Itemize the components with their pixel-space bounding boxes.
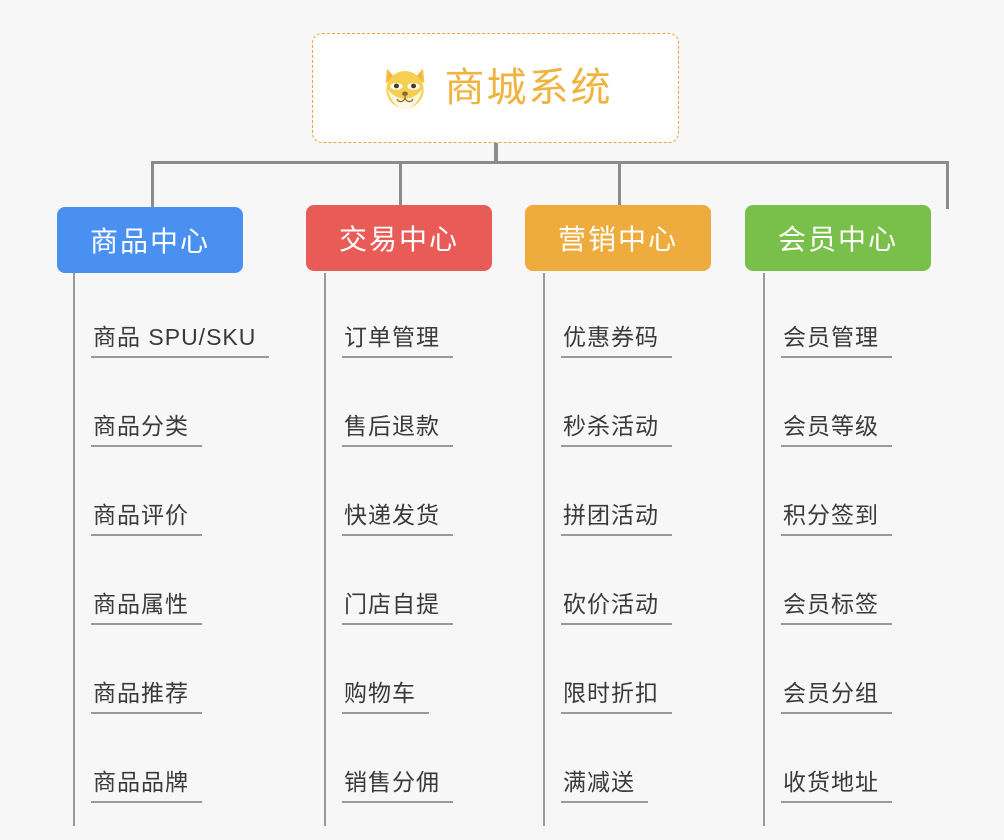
list-item[interactable]: 商品推荐 — [73, 629, 269, 718]
leaf-label: 销售分佣 — [342, 769, 453, 803]
leaf-label: 会员标签 — [781, 591, 892, 625]
branch-header-商品中心[interactable]: 商品中心 — [57, 207, 243, 273]
leaf-label: 商品推荐 — [91, 680, 202, 714]
list-item[interactable]: 会员等级 — [763, 362, 892, 451]
leaf-label: 商品 SPU/SKU — [91, 324, 270, 358]
list-item[interactable]: 商品分类 — [73, 362, 269, 451]
list-item[interactable]: 优惠券码 — [543, 273, 672, 362]
leaf-label: 商品评价 — [91, 502, 202, 536]
connector-to-branch-3 — [618, 161, 621, 209]
list-item[interactable]: 会员分组 — [763, 629, 892, 718]
connector-to-branch-1 — [151, 161, 154, 209]
list-item[interactable]: 砍价活动 — [543, 540, 672, 629]
leaf-label: 门店自提 — [342, 591, 453, 625]
list-item[interactable]: 商品品牌 — [73, 718, 269, 807]
branch-header-label: 商品中心 — [89, 226, 210, 257]
leaf-label: 快递发货 — [342, 502, 453, 536]
root-title: 商城系统 — [444, 66, 613, 110]
leaf-label: 商品分类 — [91, 413, 202, 447]
leaf-list: 优惠券码 秒杀活动 拼团活动 砍价活动 限时折扣 满减送 — [543, 273, 672, 807]
branch-spine — [763, 273, 765, 826]
leaf-label: 限时折扣 — [561, 680, 672, 714]
leaf-label: 订单管理 — [342, 324, 453, 358]
list-item[interactable]: 商品属性 — [73, 540, 269, 629]
branch-header-交易中心[interactable]: 交易中心 — [306, 205, 492, 271]
connector-to-branch-4 — [946, 161, 949, 209]
leaf-label: 砍价活动 — [561, 591, 672, 625]
list-item[interactable]: 商品评价 — [73, 451, 269, 540]
branch-header-label: 营销中心 — [557, 224, 678, 255]
list-item[interactable]: 限时折扣 — [543, 629, 672, 718]
list-item[interactable]: 满减送 — [543, 718, 672, 807]
list-item[interactable]: 会员标签 — [763, 540, 892, 629]
leaf-list: 会员管理 会员等级 积分签到 会员标签 会员分组 收货地址 — [763, 273, 892, 807]
list-item[interactable]: 售后退款 — [324, 362, 453, 451]
leaf-label: 会员等级 — [781, 413, 892, 447]
root-node[interactable]: 商城系统 — [312, 33, 679, 143]
connector-root-stem — [494, 143, 498, 164]
list-item[interactable]: 门店自提 — [324, 540, 453, 629]
leaf-label: 优惠券码 — [561, 324, 672, 358]
branch-spine — [324, 273, 326, 826]
branch-header-营销中心[interactable]: 营销中心 — [525, 205, 711, 271]
branch-spine — [543, 273, 545, 826]
list-item[interactable]: 商品 SPU/SKU — [73, 273, 270, 362]
leaf-label: 商品品牌 — [91, 769, 202, 803]
list-item[interactable]: 购物车 — [324, 629, 453, 718]
list-item[interactable]: 积分签到 — [763, 451, 892, 540]
list-item[interactable]: 秒杀活动 — [543, 362, 672, 451]
branch-spine — [73, 273, 75, 826]
list-item[interactable]: 销售分佣 — [324, 718, 453, 807]
list-item[interactable]: 收货地址 — [763, 718, 892, 807]
connector-to-branch-2 — [399, 161, 402, 209]
leaf-label: 商品属性 — [91, 591, 202, 625]
leaf-list: 商品 SPU/SKU 商品分类 商品评价 商品属性 商品推荐 商品品牌 — [73, 273, 270, 807]
leaf-list: 订单管理 售后退款 快递发货 门店自提 购物车 销售分佣 — [324, 273, 453, 807]
leaf-label: 拼团活动 — [561, 502, 672, 536]
leaf-label: 售后退款 — [342, 413, 453, 447]
connector-trunk-bar — [151, 161, 949, 164]
leaf-label: 秒杀活动 — [561, 413, 672, 447]
leaf-label: 会员管理 — [781, 324, 892, 358]
shiba-inu-dog-face-icon — [385, 68, 424, 110]
leaf-label: 满减送 — [561, 769, 648, 803]
branch-header-会员中心[interactable]: 会员中心 — [745, 205, 931, 271]
list-item[interactable]: 快递发货 — [324, 451, 453, 540]
list-item[interactable]: 订单管理 — [324, 273, 453, 362]
branch-header-label: 交易中心 — [338, 224, 459, 255]
leaf-label: 会员分组 — [781, 680, 892, 714]
leaf-label: 收货地址 — [781, 769, 892, 803]
list-item[interactable]: 拼团活动 — [543, 451, 672, 540]
leaf-label: 购物车 — [342, 680, 429, 714]
branch-header-label: 会员中心 — [777, 224, 898, 255]
list-item[interactable]: 会员管理 — [763, 273, 892, 362]
leaf-label: 积分签到 — [781, 502, 892, 536]
